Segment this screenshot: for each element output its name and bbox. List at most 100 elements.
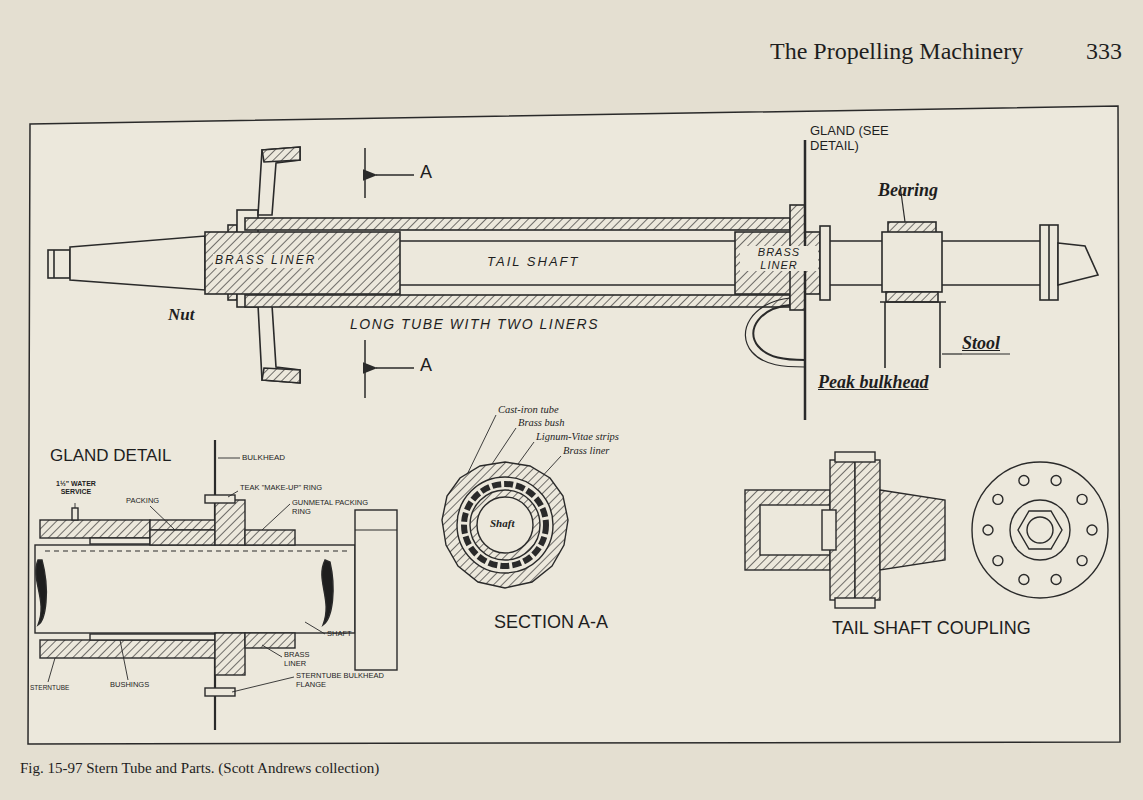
bulkhead-and-stool-part [804, 140, 807, 420]
coupling-face-part [993, 556, 1003, 566]
part-label: SHAFT [327, 630, 352, 639]
part-label: 1½" WATER SERVICE [50, 480, 102, 496]
gland-detail-part [45, 551, 350, 552]
bulkhead-and-stool-part [942, 353, 962, 354]
part-label: BRASS LINER [213, 254, 318, 268]
tail-shaft-assembly [48, 147, 1098, 383]
part-label: TEAK "MAKE-UP" RING [240, 484, 322, 493]
leader-line-part [232, 677, 294, 692]
section-a-a-part [442, 462, 568, 588]
leader-line-part [262, 504, 290, 530]
gland-detail-part [215, 500, 245, 545]
coupling-face-part [1051, 575, 1061, 585]
gland-detail-part [90, 538, 150, 544]
tail-shaft-assembly-part [400, 284, 735, 286]
gland-detail [35, 440, 397, 730]
tail-shaft-assembly-part [262, 368, 300, 383]
tail-shaft-assembly-part [735, 232, 820, 294]
bulkhead-and-stool-part [939, 302, 941, 368]
part-label: GUNMETAL PACKING RING [292, 499, 382, 516]
gland-detail-part [90, 634, 215, 640]
coupling-face-part [1051, 476, 1061, 486]
gland-detail-part [40, 520, 150, 538]
gland-detail-part [322, 560, 333, 625]
tail-shaft-coupling-part [822, 510, 836, 550]
page-number: 333 [1086, 38, 1122, 66]
running-head: The Propelling Machinery [770, 38, 1023, 66]
tail-shaft-assembly-part [820, 226, 830, 300]
leader-line-part [120, 640, 128, 680]
bulkhead-and-stool-part [884, 302, 886, 368]
gland-detail-part [205, 495, 235, 503]
detail-heading: GLAND DETAIL [50, 446, 172, 466]
part-label: Nut [168, 305, 194, 325]
part-label: BULKHEAD [242, 453, 285, 462]
coupling-face-part [1027, 517, 1053, 543]
tail-shaft-assembly-part [48, 250, 70, 278]
gland-detail-part [205, 688, 235, 696]
coupling-face-part [1019, 476, 1029, 486]
part-label: PACKING [126, 497, 159, 506]
part-label: Cast-iron tube [498, 404, 559, 416]
tail-shaft-assembly-part [1040, 225, 1058, 300]
tail-shaft-assembly-part [258, 147, 300, 215]
section-a-a-part [457, 477, 553, 573]
gland-detail-part [215, 633, 245, 675]
coupling-face-part [1087, 525, 1097, 535]
section-marker-part [364, 340, 366, 398]
part-label: GLAND (SEE DETAIL) [810, 124, 920, 154]
gland-detail-part [150, 530, 215, 545]
part-label: TAIL SHAFT [485, 255, 581, 270]
gland-detail-part [245, 633, 295, 648]
tail-shaft-assembly-part [942, 240, 1040, 242]
leader-line-part [75, 503, 76, 508]
tail-shaft-assembly-part [753, 305, 805, 360]
page-frame [28, 106, 1120, 785]
part-label: BUSHINGS [110, 681, 149, 690]
part-label: Stool [962, 333, 1000, 354]
coupling-face-part [972, 462, 1108, 598]
tail-shaft-coupling-part [745, 490, 830, 570]
section-marker-part [376, 367, 414, 369]
gland-detail-part [40, 640, 215, 658]
coupling-face-part [983, 525, 993, 535]
leader-line-part [305, 622, 325, 634]
part-label: Brass bush [518, 417, 564, 429]
gland-detail-part [355, 510, 397, 670]
tail-shaft-assembly-part [830, 284, 882, 286]
tail-shaft-assembly-part [942, 284, 1040, 286]
bulkhead-and-stool-part [880, 301, 946, 303]
gland-detail-part [36, 560, 46, 625]
detail-heading: SECTION A-A [494, 612, 608, 633]
part-label: Bearing [878, 180, 938, 201]
detail-heading: TAIL SHAFT COUPLING [832, 618, 1031, 639]
section-marker-part [364, 148, 366, 198]
bulkhead-and-stool [805, 140, 1010, 420]
gland-detail-part [355, 530, 397, 531]
tail-shaft-assembly-part [70, 236, 205, 290]
coupling-face-part [1019, 575, 1029, 585]
section-marker [365, 148, 414, 398]
figure-caption: Fig. 15-97 Stern Tube and Parts. (Scott … [20, 760, 379, 777]
tail-shaft-assembly-part [882, 232, 942, 292]
tail-shaft-coupling-part [760, 505, 830, 555]
tail-shaft-assembly-part [245, 295, 790, 307]
tail-shaft-coupling-part [835, 598, 875, 608]
gland-detail-part [72, 508, 78, 520]
coupling-face-part [1018, 511, 1062, 549]
coupling-face-part [1010, 500, 1070, 560]
part-label: LONG TUBE WITH TWO LINERS [350, 316, 599, 332]
part-label: STERNTUBE [30, 684, 69, 691]
tail-shaft-assembly-part [53, 250, 55, 278]
gland-detail-part [245, 530, 295, 545]
tail-shaft-coupling-part [835, 452, 875, 462]
part-label: Lignum-Vitae strips [536, 431, 619, 443]
leader-line-part [150, 506, 175, 530]
leader-line-part [262, 645, 282, 657]
part-label: BRASS LINER [284, 651, 328, 668]
tail-shaft-assembly-part [400, 240, 735, 242]
coupling-face [972, 462, 1108, 598]
part-label: Brass liner [563, 445, 609, 457]
